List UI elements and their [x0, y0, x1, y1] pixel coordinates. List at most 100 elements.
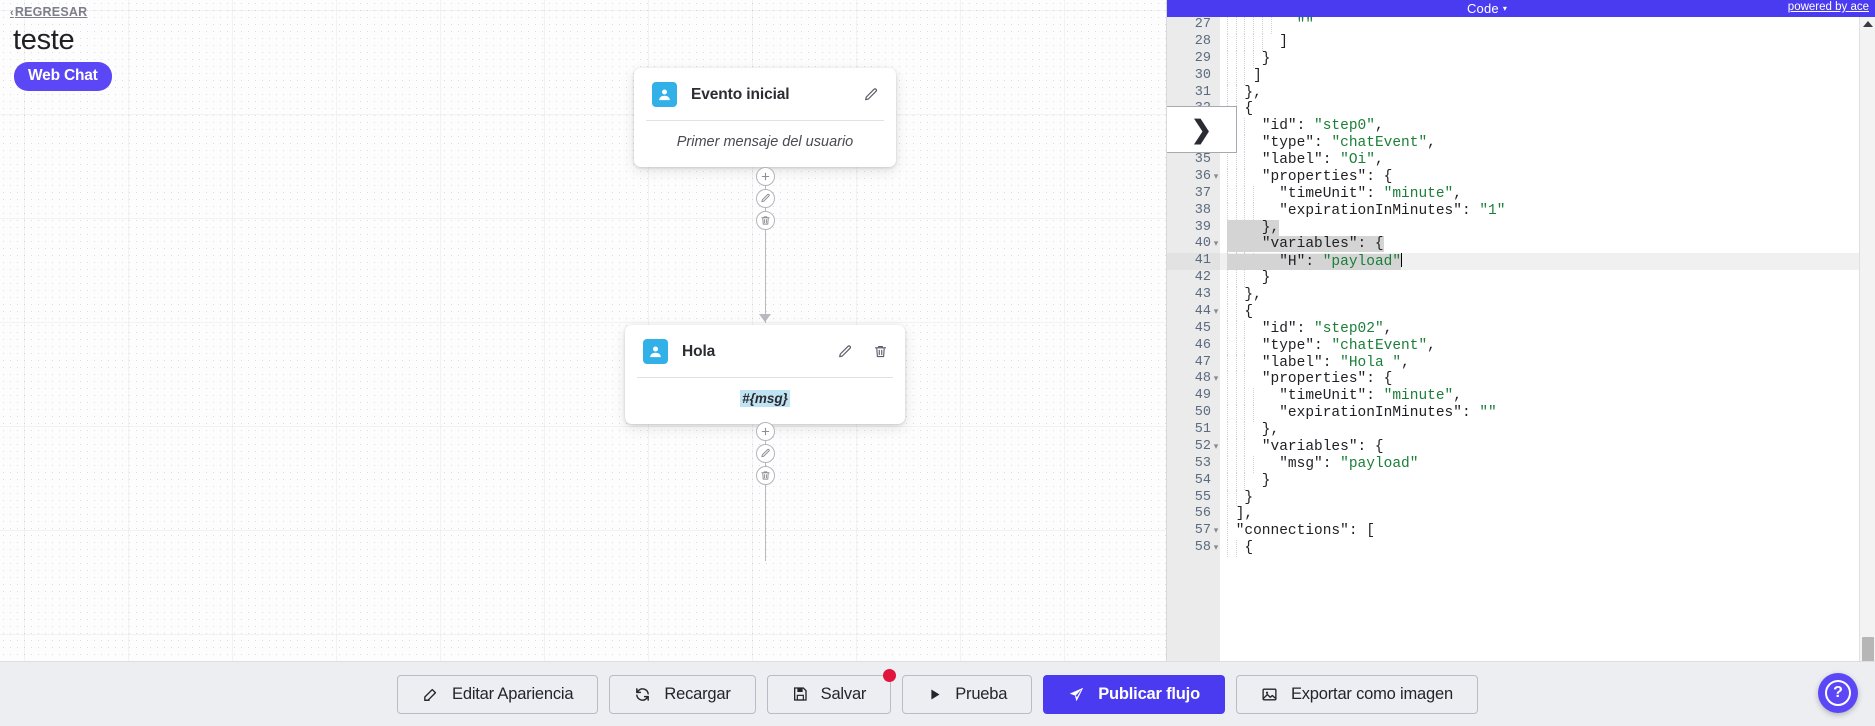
indent-guide — [1227, 371, 1228, 389]
indent-guide — [1227, 67, 1228, 85]
code-line-text: "id": "step02", — [1261, 320, 1393, 337]
indent-guide — [1227, 303, 1228, 321]
code-line[interactable]: 55 } — [1167, 489, 1875, 507]
code-line[interactable]: 44▾ { — [1167, 303, 1875, 321]
connector-line-2 — [764, 423, 767, 561]
fold-toggle-icon[interactable]: ▾ — [1213, 526, 1219, 537]
plus-icon[interactable] — [755, 167, 775, 186]
connector-actions-1 — [755, 167, 775, 230]
toolbar-button-editar-apariencia[interactable]: Editar Apariencia — [397, 674, 599, 714]
line-number: 36 — [1194, 168, 1211, 184]
code-panel-title[interactable]: Code▾ — [1467, 1, 1507, 16]
indent-guide — [1227, 33, 1228, 51]
toolbar-button-recargar[interactable]: Recargar — [609, 674, 756, 714]
indent-guide — [1235, 67, 1237, 85]
line-number: 50 — [1194, 405, 1211, 421]
code-line[interactable]: 36▾ "properties": { — [1167, 168, 1875, 186]
code-line[interactable]: 57▾ "connections": [ — [1167, 523, 1875, 541]
powered-by-link[interactable]: powered by ace — [1787, 1, 1869, 13]
code-line[interactable]: 52▾ "variables": { — [1167, 438, 1875, 456]
code-line[interactable]: 45 "id": "step02", — [1167, 320, 1875, 338]
code-line[interactable]: 51 }, — [1167, 422, 1875, 439]
save-disk-icon — [792, 686, 808, 702]
indent-guide — [1244, 152, 1246, 169]
code-line[interactable]: 31 }, — [1167, 84, 1875, 102]
editor-scrollbar[interactable] — [1859, 17, 1875, 726]
pencil-icon[interactable] — [755, 189, 775, 208]
code-line[interactable]: 30 ] — [1167, 67, 1875, 85]
toolbar-button-prueba[interactable]: Prueba — [902, 674, 1033, 714]
edit-icon[interactable] — [862, 86, 880, 104]
image-icon — [1261, 686, 1278, 703]
indent-guide — [1227, 523, 1228, 541]
trash-icon[interactable] — [755, 466, 775, 485]
node-title: Evento inicial — [691, 85, 790, 103]
node-body[interactable]: #{msg} — [637, 377, 893, 424]
flow-canvas[interactable]: ‹REGRESAR teste Web Chat Evento inicial … — [0, 0, 1166, 661]
code-line[interactable]: 35 "label": "Oi", — [1167, 152, 1875, 169]
toolbar-button-publicar-flujo[interactable]: Publicar flujo — [1043, 674, 1225, 714]
trash-icon[interactable] — [871, 343, 889, 361]
code-line[interactable]: 49 "timeUnit": "minute", — [1167, 388, 1875, 406]
code-line-text: "variables": { — [1261, 438, 1384, 455]
indent-guide — [1235, 303, 1237, 321]
scroll-up-arrow-icon[interactable] — [1863, 21, 1873, 27]
fold-toggle-icon[interactable]: ▾ — [1213, 441, 1219, 452]
code-line[interactable]: 38 "expirationInMinutes": "1" — [1167, 202, 1875, 220]
code-line[interactable]: 29 } — [1167, 50, 1875, 68]
back-link[interactable]: ‹REGRESAR — [10, 5, 87, 19]
connector-line-1 — [764, 168, 767, 323]
toolbar-button-label: Editar Apariencia — [452, 684, 574, 703]
toolbar-button-label: Publicar flujo — [1098, 684, 1200, 703]
indent-guide — [1227, 270, 1228, 287]
code-line[interactable]: 34 "type": "chatEvent", — [1167, 135, 1875, 152]
code-line[interactable]: 41 "H": "payload" — [1167, 253, 1875, 271]
fold-toggle-icon[interactable]: ▾ — [1213, 306, 1219, 317]
fold-toggle-icon[interactable]: ▾ — [1213, 239, 1219, 250]
code-line[interactable]: 37 "timeUnit": "minute", — [1167, 185, 1875, 203]
line-number: 47 — [1194, 354, 1211, 370]
code-line[interactable]: 40▾ "variables": { — [1167, 236, 1875, 254]
chevron-right-icon: ❯ — [1191, 117, 1212, 146]
code-line[interactable]: 28 ] — [1167, 33, 1875, 51]
code-line[interactable]: 56 ], — [1167, 506, 1875, 524]
code-line[interactable]: 39 }, — [1167, 219, 1875, 237]
code-line[interactable]: 50 "expirationInMinutes": "" — [1167, 405, 1875, 422]
code-line[interactable]: 33 "id": "step0", — [1167, 118, 1875, 136]
editor-code-lines[interactable]: 27 ""28 ]29 }30 ]31 },32▾ {33 "id": "ste… — [1167, 17, 1875, 557]
fold-toggle-icon[interactable]: ▾ — [1213, 171, 1219, 182]
code-line[interactable]: 32▾ { — [1167, 101, 1875, 119]
line-number: 37 — [1194, 185, 1211, 201]
code-line[interactable]: 46 "type": "chatEvent", — [1167, 337, 1875, 355]
line-number: 57 — [1194, 523, 1211, 539]
code-line[interactable]: 27 "" — [1167, 17, 1875, 34]
code-line[interactable]: 42 } — [1167, 270, 1875, 287]
code-line[interactable]: 47 "label": "Hola ", — [1167, 354, 1875, 372]
trash-icon[interactable] — [755, 211, 775, 230]
line-number: 39 — [1194, 219, 1211, 235]
code-line[interactable]: 48▾ "properties": { — [1167, 371, 1875, 389]
toolbar-button-salvar[interactable]: Salvar — [766, 668, 897, 714]
plus-icon[interactable] — [755, 422, 775, 441]
fold-toggle-icon[interactable]: ▾ — [1213, 374, 1219, 385]
indent-guide — [1227, 50, 1228, 68]
toolbar-button-exportar-como-imagen[interactable]: Exportar como imagen — [1235, 674, 1478, 714]
fold-toggle-icon[interactable]: ▾ — [1213, 543, 1219, 554]
indent-guide — [1227, 388, 1228, 406]
code-line[interactable]: 53 "msg": "payload" — [1167, 455, 1875, 473]
code-line[interactable]: 43 }, — [1167, 287, 1875, 304]
node-body[interactable]: Primer mensaje del usuario — [646, 120, 884, 167]
edit-icon[interactable] — [836, 343, 854, 361]
indent-guide — [1235, 540, 1237, 557]
code-fold-widget[interactable]: ❯ — [1167, 106, 1237, 153]
code-line[interactable]: 54 } — [1167, 472, 1875, 490]
flow-node-hola[interactable]: Hola #{msg} — [625, 325, 905, 424]
code-line[interactable]: 58▾ { — [1167, 540, 1875, 557]
code-editor[interactable]: 27 ""28 ]29 }30 ]31 },32▾ {33 "id": "ste… — [1167, 17, 1875, 661]
pencil-icon[interactable] — [755, 444, 775, 463]
help-button[interactable]: ? — [1818, 673, 1858, 713]
channel-badge: Web Chat — [14, 62, 112, 91]
node-variable-token: #{msg} — [740, 390, 790, 407]
flow-node-evento-inicial[interactable]: Evento inicial Primer mensaje del usuari… — [634, 68, 896, 167]
